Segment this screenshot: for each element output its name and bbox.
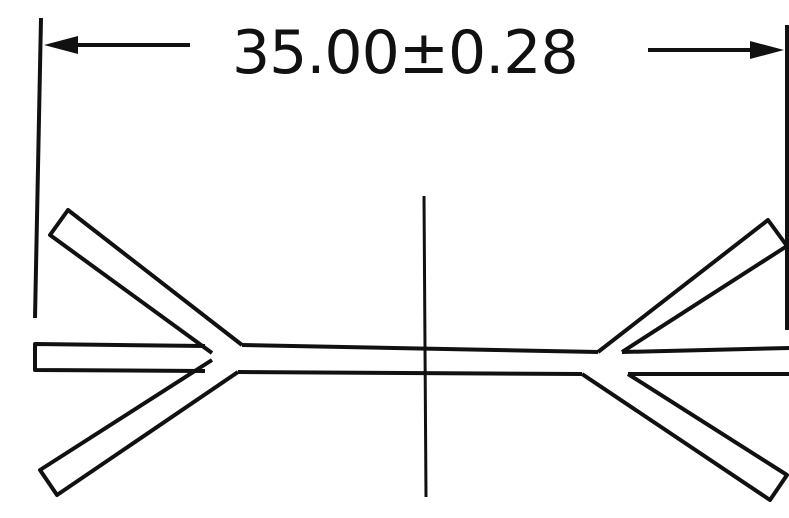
dimension-extension-lines — [33, 17, 789, 330]
left-lower-arm — [38, 358, 240, 497]
middle-bar — [237, 343, 599, 376]
left-arrowhead-icon — [44, 36, 78, 54]
dimension-label: 35.00±0.28 — [232, 18, 578, 88]
left-upper-arm — [48, 208, 244, 355]
right-lower-arm — [580, 372, 789, 502]
left-extension-line — [33, 17, 43, 319]
center-line — [422, 195, 428, 498]
right-upper-arm — [596, 218, 789, 354]
dimension-line — [44, 36, 784, 59]
right-stub — [621, 346, 789, 376]
part-outline — [33, 208, 789, 502]
left-stub — [33, 342, 206, 373]
right-arrowhead-icon — [750, 41, 784, 59]
